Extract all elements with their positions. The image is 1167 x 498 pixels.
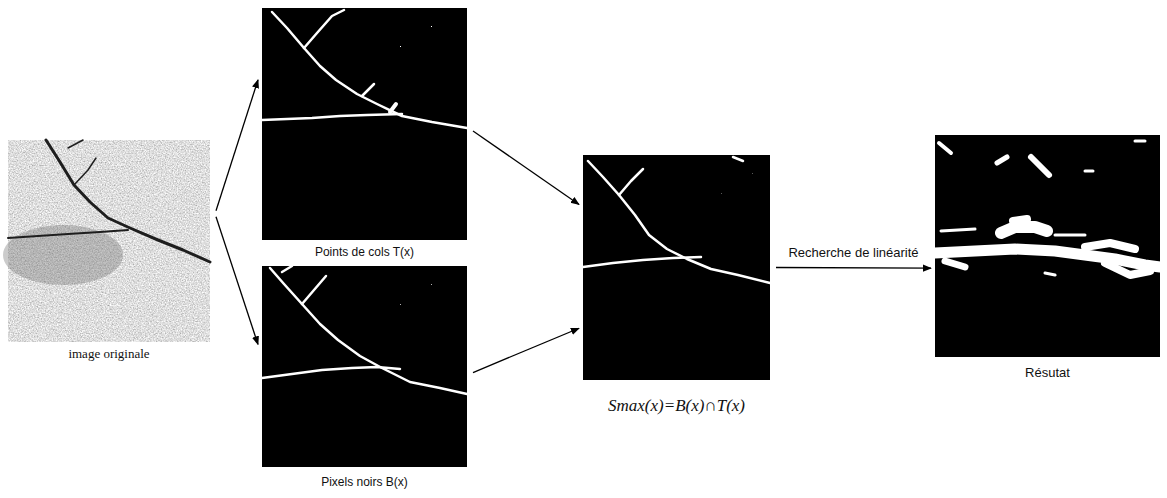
flow-arrow	[216, 217, 258, 345]
image-caption: Points de cols T(x)	[262, 245, 467, 259]
image-node: Points de cols T(x)	[262, 8, 467, 259]
black-pixels-panel	[262, 266, 467, 467]
result-panel	[935, 135, 1160, 357]
flow-arrow	[216, 80, 258, 211]
image-node: Pixels noirs B(x)	[262, 266, 467, 489]
flow-arrow	[473, 328, 579, 372]
image-frame	[262, 8, 467, 240]
photo-node: image originale	[8, 140, 210, 362]
photo-panel	[3, 140, 210, 342]
image-caption: Pixels noirs B(x)	[262, 475, 467, 489]
arrow-label: Recherche de linéarité	[786, 245, 920, 260]
image-caption: Smax(x)=B(x)∩T(x)	[583, 396, 770, 416]
image-frame	[935, 135, 1160, 357]
flow-arrow	[776, 267, 931, 269]
image-frame	[583, 155, 770, 380]
image-caption: Résutat	[935, 365, 1160, 380]
image-node: Smax(x)=B(x)∩T(x)	[583, 155, 770, 416]
flow-arrow	[473, 131, 579, 205]
image-node: Résutat	[935, 135, 1160, 380]
intersection-panel	[583, 155, 770, 380]
image-frame	[8, 140, 210, 342]
image-frame	[262, 266, 467, 467]
image-caption: image originale	[8, 346, 210, 362]
saddle-points-panel	[262, 8, 467, 240]
